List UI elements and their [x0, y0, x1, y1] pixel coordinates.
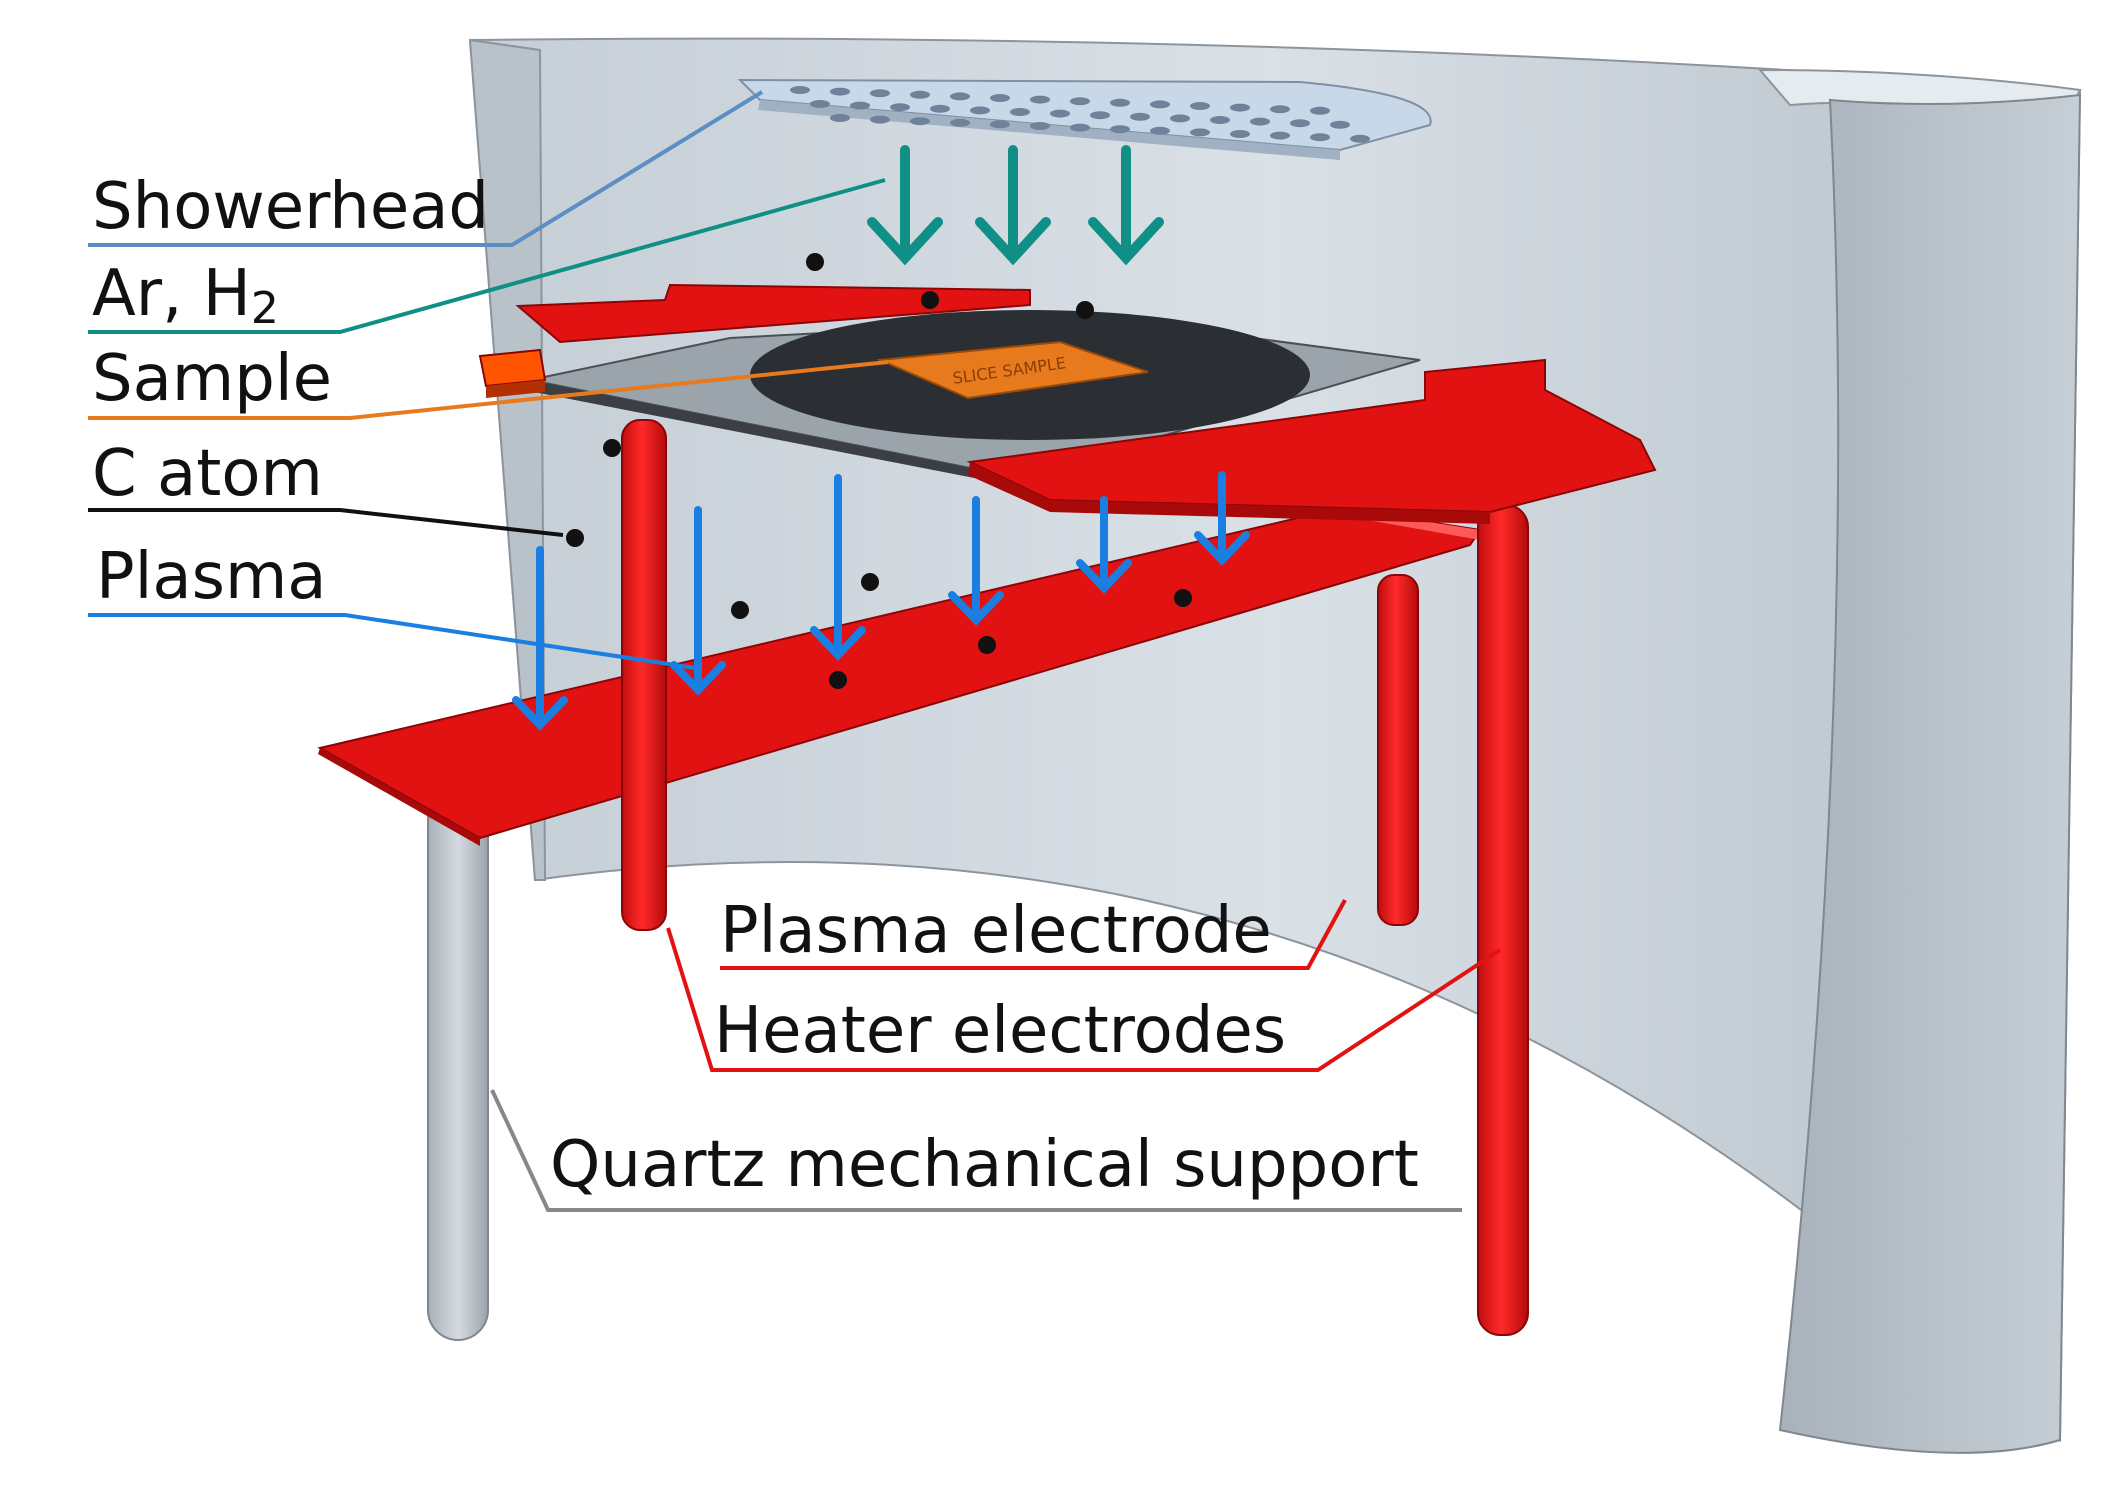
- label-ar-h: Ar, H: [92, 257, 251, 331]
- showerhead-hole: [950, 118, 970, 127]
- showerhead-hole: [1110, 98, 1130, 107]
- chamber-wall-left-edge: [468, 38, 547, 881]
- plasma-arrow: [1194, 471, 1250, 566]
- showerhead-hole: [1030, 95, 1050, 104]
- label-showerhead: Showerhead: [92, 170, 489, 244]
- showerhead-hole: [1130, 112, 1150, 121]
- showerhead-hole: [1090, 111, 1110, 120]
- leader-line-sample: [88, 360, 889, 420]
- showerhead-hole: [810, 100, 830, 108]
- carbon-atom: [1174, 589, 1192, 607]
- showerhead-hole: [1190, 128, 1210, 137]
- showerhead-hole: [1050, 109, 1070, 118]
- showerhead-hole: [1230, 103, 1250, 112]
- plasma-arrow: [948, 496, 1004, 626]
- plasma-electrode-plate: [317, 506, 1482, 846]
- carbon-atom: [921, 291, 939, 309]
- plasma-arrow: [670, 506, 726, 696]
- gas-arrows: [867, 145, 1164, 266]
- showerhead-hole: [1330, 120, 1350, 129]
- showerhead-hole: [990, 120, 1010, 129]
- plasma-arrows: [512, 471, 1250, 731]
- showerhead-hole: [1270, 105, 1290, 114]
- carbon-atom: [731, 601, 749, 619]
- leader-line-gas: [88, 178, 886, 334]
- showerhead-hole: [1210, 116, 1230, 124]
- leader-line-plasma-electrode: [720, 899, 1347, 970]
- showerhead-hole: [830, 114, 850, 122]
- showerhead-hole: [970, 106, 990, 115]
- showerhead-hole: [950, 92, 970, 101]
- showerhead-hole: [1170, 114, 1190, 123]
- carbon-atom: [603, 439, 621, 457]
- sample: [876, 340, 1149, 400]
- showerhead-hole: [910, 117, 930, 126]
- showerhead-hole: [1250, 117, 1270, 126]
- label-heater-electrodes: Heater electrodes: [714, 994, 1286, 1068]
- labels: Showerhead Ar, H2 Sample C atom Plasma P…: [92, 170, 1419, 1202]
- carbon-atom: [978, 636, 996, 654]
- carbon-atom: [829, 671, 847, 689]
- label-sample: Sample: [92, 342, 332, 416]
- label-ar-h2: Ar, H2: [92, 257, 279, 334]
- gas-arrow: [867, 145, 943, 266]
- sample-holder: SLICE SAMPLE: [529, 310, 1421, 488]
- showerhead-hole: [1070, 97, 1090, 106]
- showerhead-hole: [1110, 125, 1130, 134]
- showerhead-hole: [1150, 126, 1170, 135]
- heater-electrode-leg: [621, 419, 667, 931]
- showerhead-hole: [870, 115, 890, 124]
- showerhead-hole: [1150, 100, 1170, 109]
- chamber-wall-right-edge: [1778, 93, 2082, 1454]
- leader-line-heater-electrodes: [666, 927, 1502, 1072]
- quartz-rod: [427, 789, 489, 1341]
- showerhead-hole: [1010, 108, 1030, 116]
- carbon-atoms: [566, 253, 1192, 689]
- heater-electrode-leg: [1377, 574, 1419, 926]
- gas-arrow: [975, 145, 1051, 266]
- gas-arrow: [1088, 145, 1164, 266]
- showerhead-hole: [1030, 122, 1050, 130]
- plasma-arrow: [512, 546, 568, 731]
- showerhead-hole: [1230, 130, 1250, 138]
- plasma-arrow: [810, 474, 866, 661]
- plasma-arrow: [1076, 496, 1132, 594]
- showerhead-plate: [737, 78, 1432, 160]
- showerhead-hole: [1070, 123, 1090, 132]
- leader-line-c-atom: [88, 508, 564, 537]
- showerhead-hole: [990, 94, 1010, 102]
- showerhead-hole: [830, 87, 850, 96]
- heater-electrode-right: [966, 358, 1657, 524]
- heater-electrode-leg: [1477, 504, 1529, 1336]
- showerhead-hole: [890, 103, 910, 112]
- carbon-atom: [861, 573, 879, 591]
- label-plasma-electrode: Plasma electrode: [720, 894, 1272, 968]
- leader-line-plasma: [88, 613, 696, 670]
- showerhead-hole: [1290, 119, 1310, 128]
- showerhead-hole: [850, 101, 870, 110]
- leader-line-showerhead: [88, 90, 764, 247]
- label-c-atom: C atom: [92, 437, 323, 511]
- label-quartz-support: Quartz mechanical support: [550, 1128, 1419, 1202]
- showerhead-hole: [1270, 131, 1290, 140]
- label-plasma: Plasma: [96, 540, 327, 614]
- showerhead-hole: [910, 90, 930, 99]
- carbon-atom: [806, 253, 824, 271]
- label-ar-h-subscript: 2: [251, 283, 279, 334]
- showerhead-hole: [1190, 102, 1210, 110]
- showerhead-holes: [790, 86, 1370, 143]
- carbon-atom: [1076, 301, 1094, 319]
- showerhead-hole: [1310, 133, 1330, 142]
- showerhead-hole: [930, 104, 950, 113]
- carbon-atom: [566, 529, 584, 547]
- showerhead-hole: [790, 86, 810, 94]
- heater-electrode-left: [478, 283, 1031, 398]
- showerhead-hole: [1350, 134, 1370, 143]
- showerhead-hole: [870, 89, 890, 98]
- leader-lines: [88, 90, 1502, 1212]
- showerhead-hole: [1310, 106, 1330, 115]
- leader-line-quartz: [490, 1089, 1462, 1212]
